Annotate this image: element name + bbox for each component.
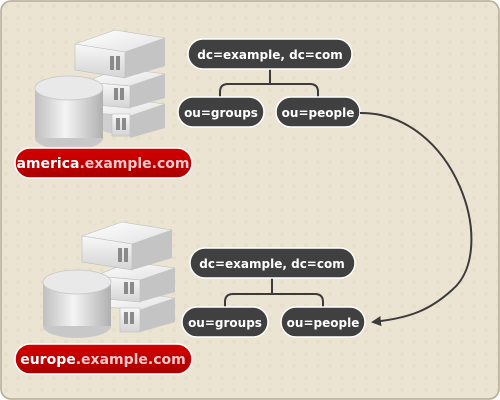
host-label-america: america.example.com: [14, 147, 193, 179]
tree-connectors-top: [219, 68, 319, 100]
host-suffix: .example.com: [79, 156, 189, 172]
host-label-europe: europe.example.com: [14, 343, 193, 375]
tree-connectors-bottom: [224, 277, 324, 308]
svg-text:ou=people: ou=people: [282, 106, 355, 120]
host-prefix: america: [16, 156, 79, 172]
svg-text:europe.example.com: europe.example.com: [20, 352, 186, 368]
server-icon: [74, 29, 166, 138]
svg-text:dc=example, dc=com: dc=example, dc=com: [199, 257, 344, 271]
node-root-bottom: dc=example, dc=com: [189, 247, 356, 279]
node-groups-top: ou=groups: [177, 96, 265, 128]
node-groups-bottom: ou=groups: [181, 306, 269, 338]
host-prefix: europe: [20, 352, 76, 368]
host-suffix: .example.com: [76, 352, 186, 368]
node-people-bottom: ou=people: [280, 306, 366, 338]
database-icon: [34, 75, 104, 150]
node-people-top: ou=people: [275, 96, 361, 128]
database-icon: [42, 269, 112, 338]
replication-arrow: [359, 111, 473, 327]
node-root-top: dc=example, dc=com: [187, 38, 353, 70]
svg-text:ou=groups: ou=groups: [188, 316, 262, 330]
svg-text:ou=people: ou=people: [287, 316, 360, 330]
svg-text:dc=example, dc=com: dc=example, dc=com: [197, 48, 342, 62]
svg-text:america.example.com: america.example.com: [16, 156, 189, 172]
svg-text:ou=groups: ou=groups: [184, 106, 258, 120]
